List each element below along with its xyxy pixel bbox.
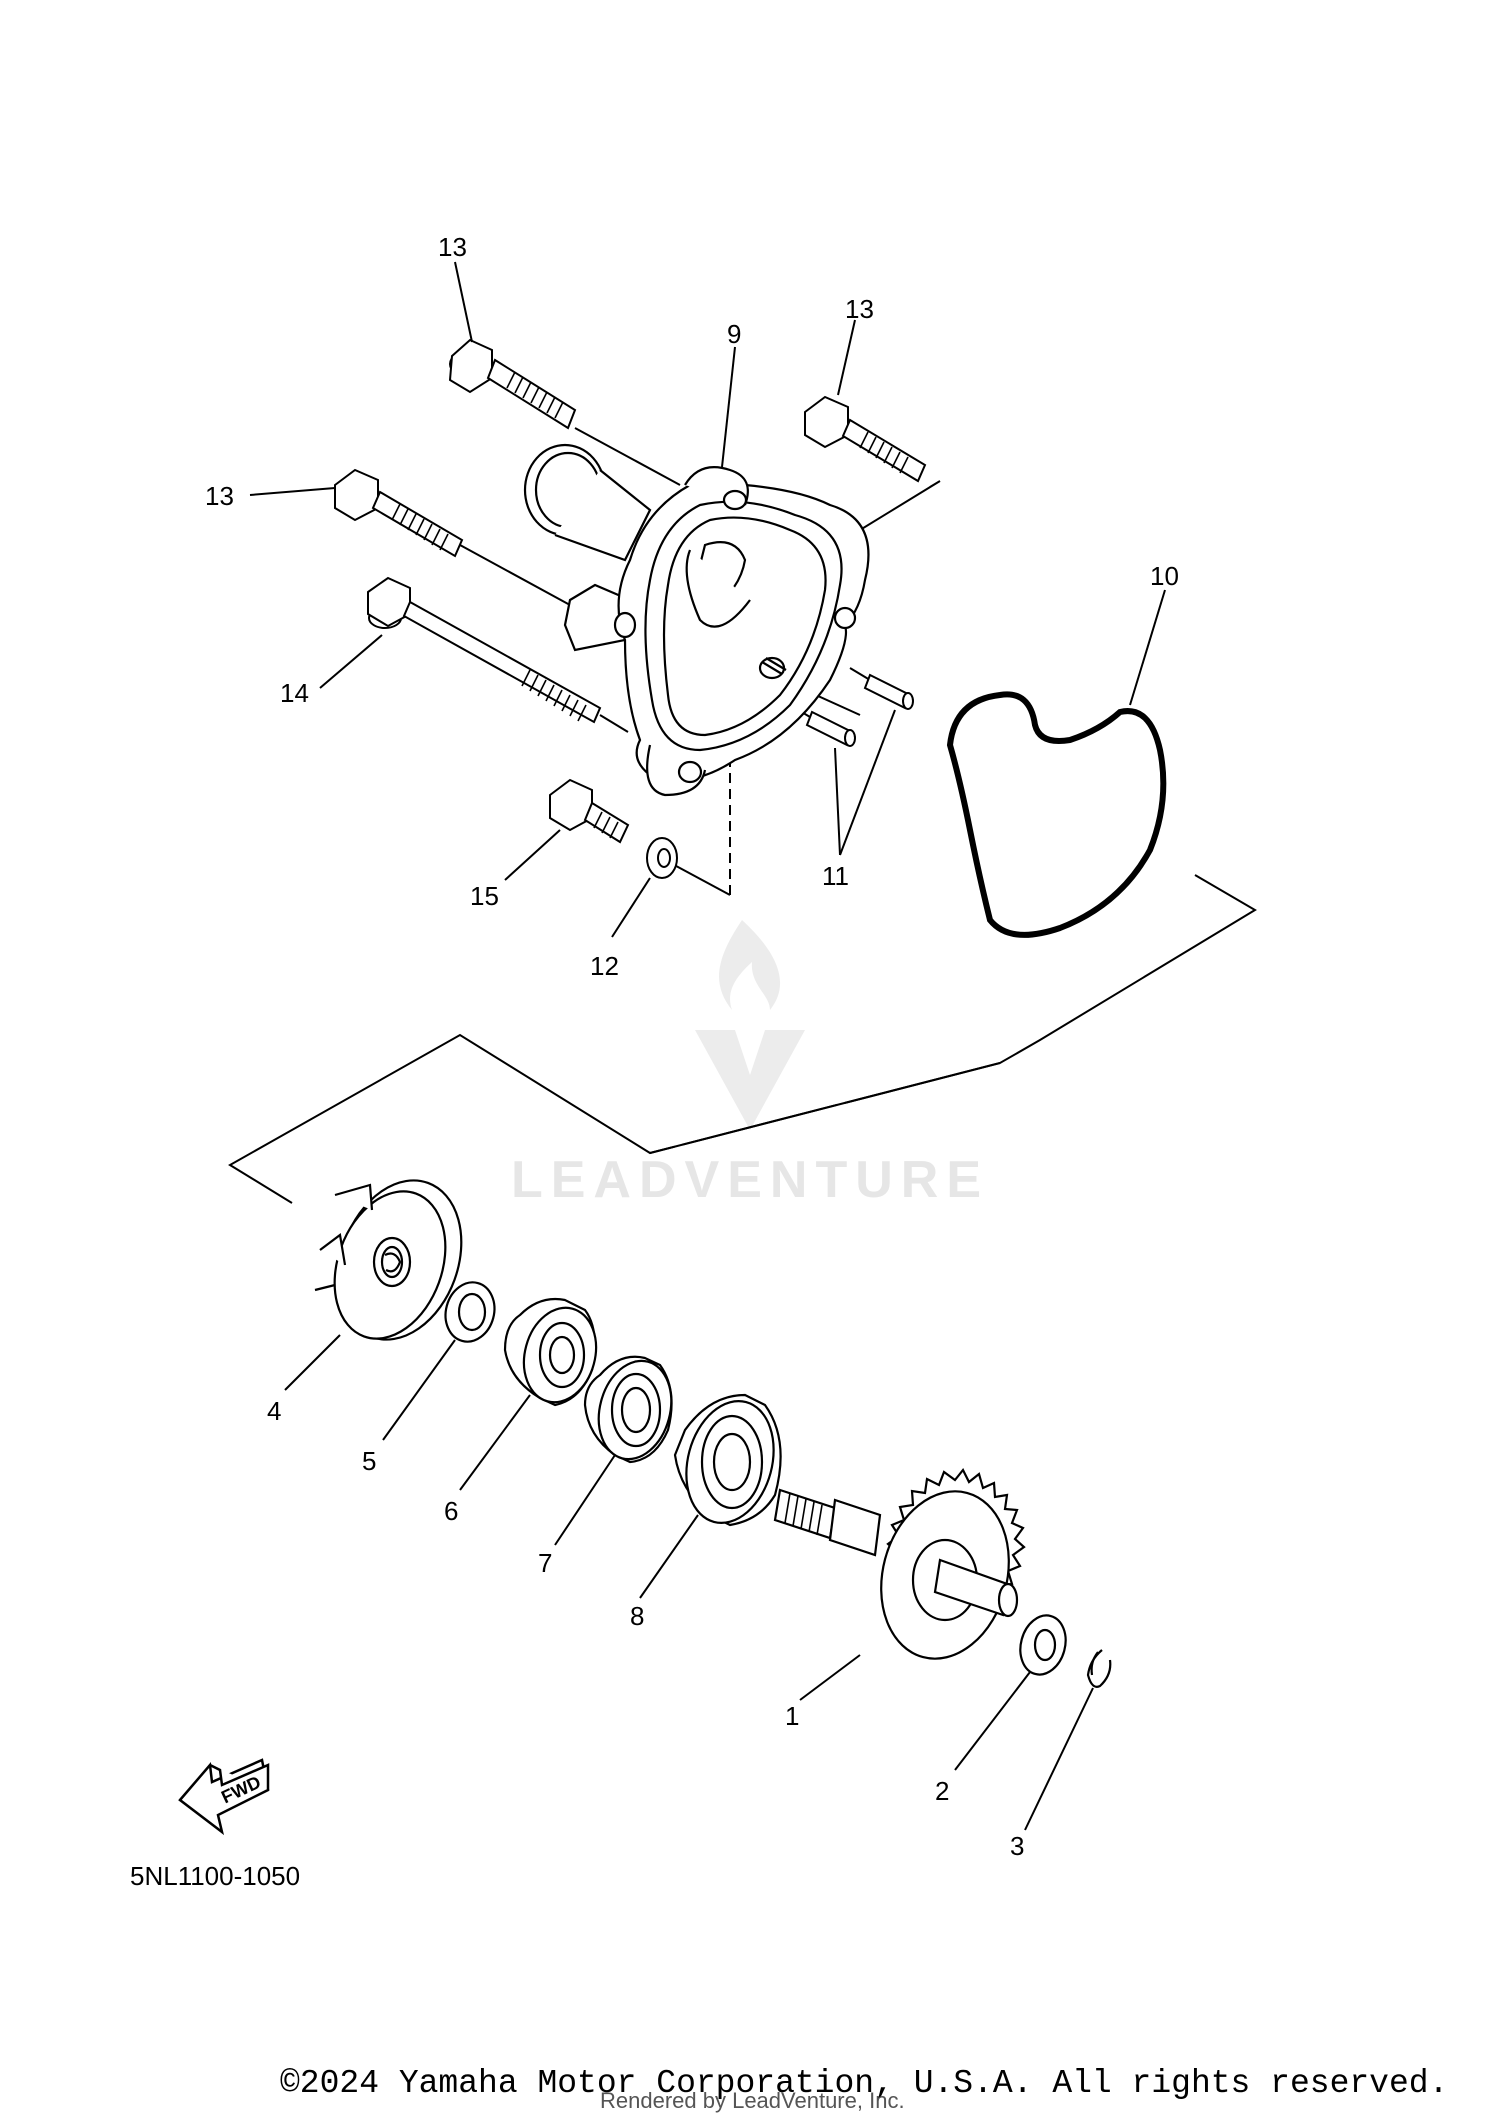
callout-2: 2: [935, 1776, 949, 1806]
callout-13-top: 13: [438, 232, 467, 262]
bolt-14: [367, 576, 602, 724]
callout-1: 1: [785, 1701, 799, 1731]
diagram-code: 5NL1100-1050: [130, 1861, 300, 1891]
bearing-7: [583, 1355, 673, 1464]
callout-4: 4: [267, 1396, 281, 1426]
bolt-13-left: [334, 468, 464, 558]
bolt-13-top: [448, 338, 577, 430]
callout-13-left: 13: [205, 481, 234, 511]
bolt-13-right: [804, 395, 927, 483]
callout-3: 3: [1010, 1831, 1024, 1861]
leader-lines: [249, 261, 1166, 1831]
pump-shaft-gear-1: [773, 1467, 1026, 1660]
callout-14: 14: [280, 678, 309, 708]
pump-cover-9: [523, 443, 870, 797]
callout-labels: 13 13 13 9 10 11 12 14 15 4 5 6 7 8 1 2 …: [205, 232, 1179, 1861]
callout-5: 5: [362, 1446, 376, 1476]
callout-8: 8: [630, 1601, 644, 1631]
rendered-by-text: Rendered by LeadVenture, Inc.: [600, 2088, 905, 2113]
circlip-3: [1086, 1649, 1112, 1688]
watermark-logo: [695, 920, 805, 1130]
bearing-8: [673, 1393, 782, 1527]
oil-seal-6: [503, 1297, 598, 1407]
callout-6: 6: [444, 1496, 458, 1526]
o-ring-10: [946, 691, 1167, 938]
callout-9: 9: [727, 319, 741, 349]
impeller-4: [314, 1179, 463, 1341]
callout-13-right: 13: [845, 294, 874, 324]
fwd-arrow-icon: FWD: [178, 1758, 270, 1836]
watermark-text: LEADVENTURE: [510, 1151, 990, 1209]
callout-11: 11: [822, 861, 849, 891]
seal-5: [444, 1281, 496, 1343]
washer-2: [1019, 1614, 1067, 1676]
dowel-pins-11: [805, 673, 914, 747]
callout-12: 12: [590, 951, 619, 981]
copyright-notice: ©2024 Yamaha Motor Corporation, U.S.A. A…: [280, 2065, 1449, 2102]
bolt-15: [549, 778, 630, 844]
washer-12: [646, 837, 678, 879]
callout-15: 15: [470, 881, 499, 911]
callout-10: 10: [1150, 561, 1179, 591]
callout-7: 7: [538, 1548, 552, 1578]
